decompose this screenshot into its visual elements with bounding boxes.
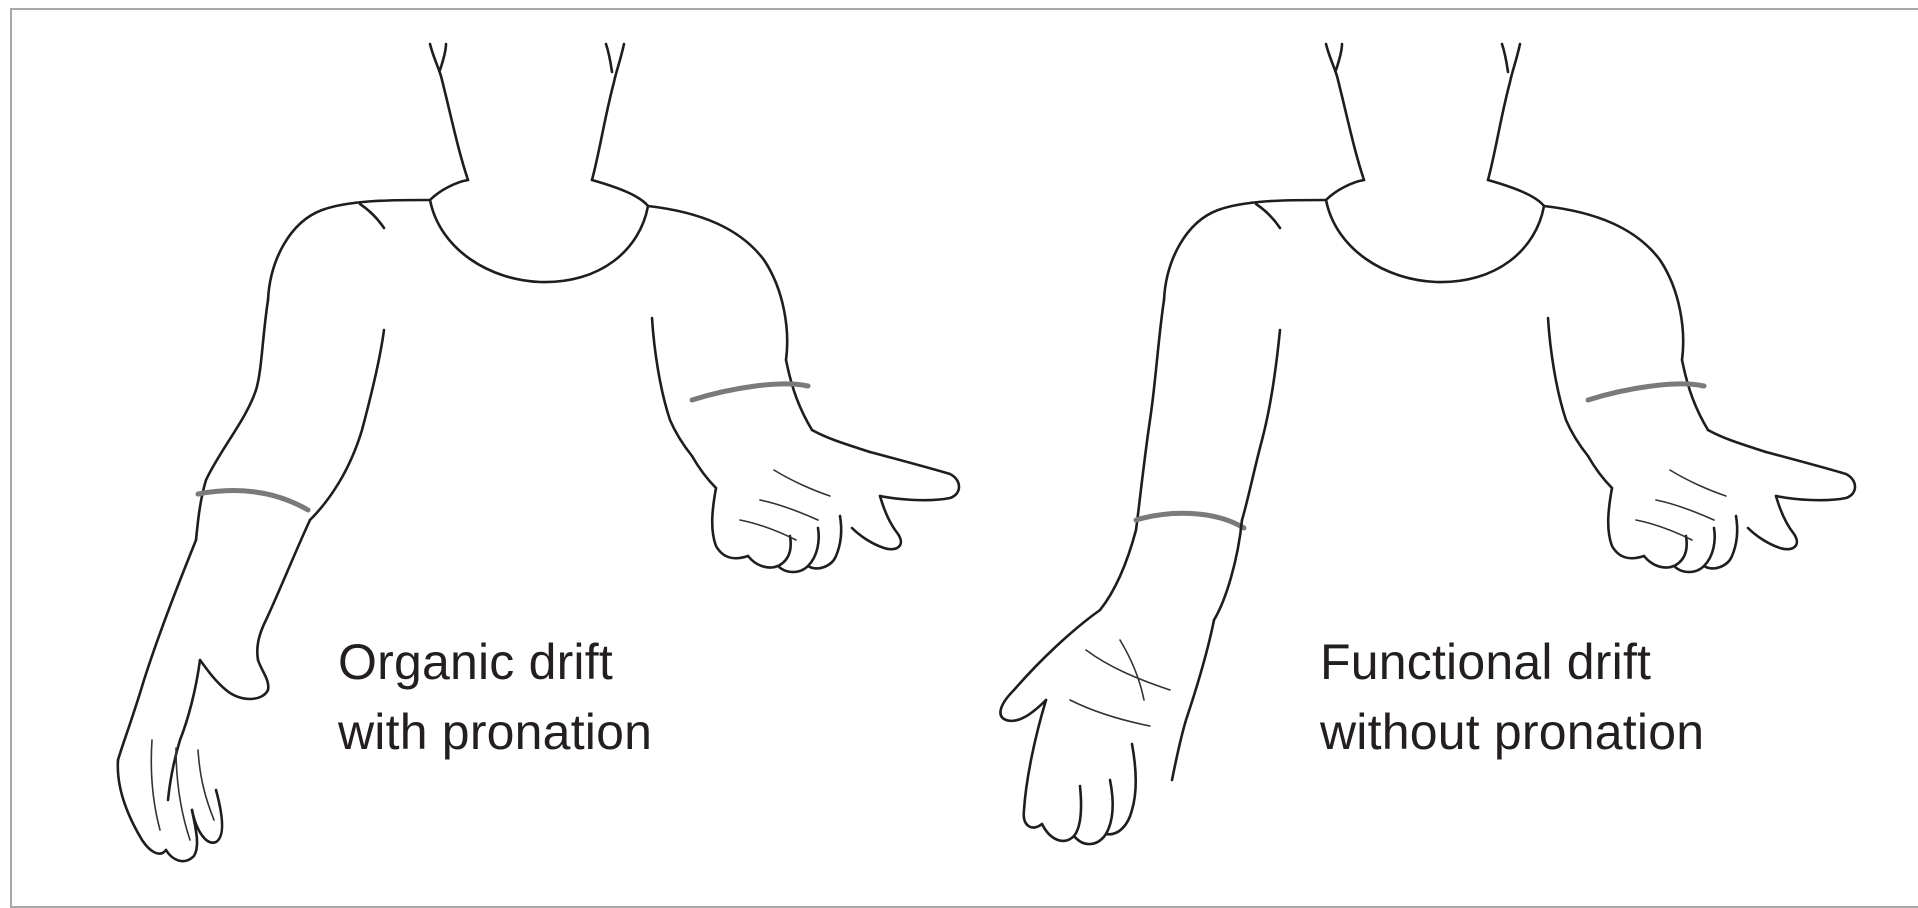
right-figure-torso xyxy=(1164,44,1683,360)
right-figure-left-arm-not-pronated xyxy=(1000,300,1280,844)
right-figure-right-arm-supinated xyxy=(1548,318,1855,572)
functional-drift-caption: Functional drift without pronation xyxy=(1320,627,1704,767)
left-figure-left-arm-pronated xyxy=(118,300,384,861)
organic-drift-caption: Organic drift with pronation xyxy=(338,627,652,767)
functional-caption-line-1: Functional drift xyxy=(1320,627,1704,697)
functional-caption-line-2: without pronation xyxy=(1320,697,1704,767)
organic-caption-line-2: with pronation xyxy=(338,697,652,767)
organic-caption-line-1: Organic drift xyxy=(338,627,652,697)
left-figure-torso xyxy=(268,44,787,360)
left-figure-right-arm-supinated xyxy=(652,318,959,572)
